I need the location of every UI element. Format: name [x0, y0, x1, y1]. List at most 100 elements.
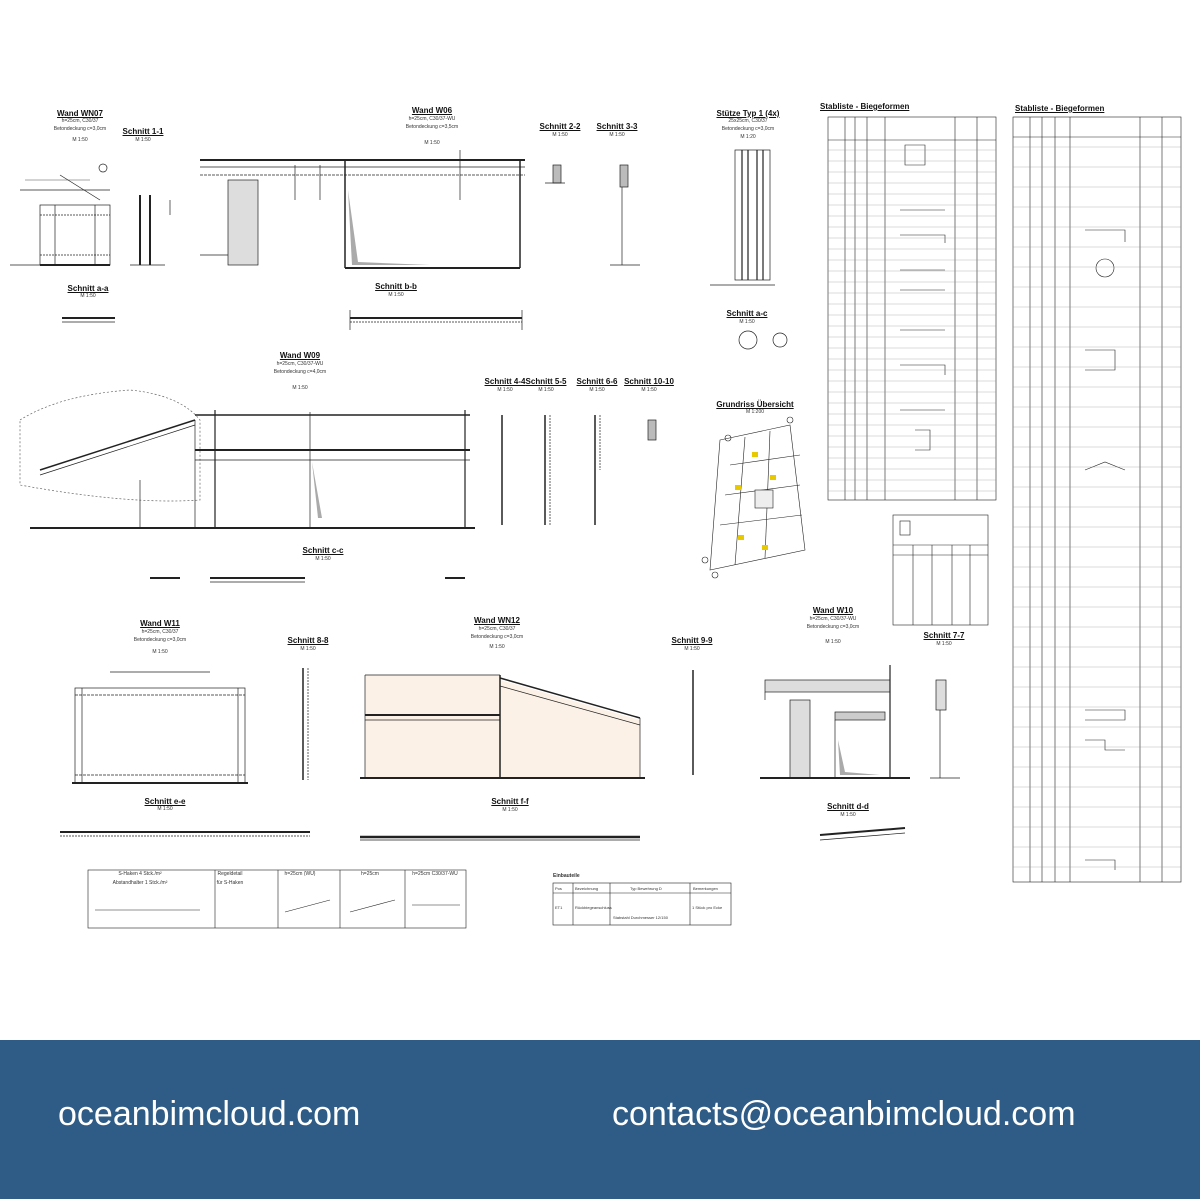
drawing-title-schnitt-a-a: Schnitt a-a	[67, 284, 109, 293]
spec-label-1: Betondeckung c=3,0cm	[53, 126, 107, 132]
drawing-title-wand-wn12: Wand WN12	[474, 616, 520, 625]
einbauteile-header-typ: Typ Bewehrung D	[630, 886, 662, 891]
einbauteile-row-pos: ET1	[555, 905, 563, 910]
scale-label-2: M 1:50	[424, 140, 440, 146]
schnitt-e-f-d	[60, 827, 906, 841]
wand-wn07-elevation	[10, 163, 111, 266]
scale-label-0: M 1:50	[72, 137, 88, 143]
spec-label-6: h=25cm, C30/37-WU	[276, 361, 324, 367]
drawing-title-schnitt-f-f: Schnitt f-f	[491, 797, 529, 806]
scale-label-9: M 1:50	[292, 385, 308, 391]
stabliste-1	[827, 116, 997, 501]
drawing-title-schnitt-8-8: Schnitt 8-8	[287, 636, 329, 645]
spec-label-9: Betondeckung c=3,0cm	[133, 637, 187, 643]
scale-label-24: M 1:50	[840, 812, 856, 818]
spec-label-12: h=25cm, C30/37-WU	[809, 616, 857, 622]
schnitt-7-7	[930, 679, 960, 779]
drawing-title-wand-wn07: Wand WN07	[57, 109, 103, 118]
legend-label-5: h=25cm	[361, 871, 379, 877]
spec-label-10: h=25cm, C30/37	[478, 626, 516, 632]
scale-label-11: M 1:50	[538, 387, 554, 393]
drawing-title-schnitt-3-3: Schnitt 3-3	[596, 122, 638, 131]
scale-label-21: M 1:50	[684, 646, 700, 652]
stuetze-elevation	[710, 149, 788, 350]
drawing-title-schnitt-9-9: Schnitt 9-9	[671, 636, 713, 645]
scale-label-15: M 1:50	[315, 556, 331, 562]
schnitt-1-1-detail	[130, 195, 171, 266]
schnitt-c-c	[150, 577, 465, 583]
spec-label-13: Betondeckung c=3,0cm	[806, 624, 860, 630]
spec-label-11: Betondeckung c=3,0cm	[470, 634, 524, 640]
scale-label-6: M 1:50	[80, 293, 96, 299]
scale-label-3: M 1:50	[552, 132, 568, 138]
einbauteile-header-bez: Bezeichnung	[575, 886, 599, 891]
wand-w09-elevation	[19, 389, 475, 529]
wand-wn12-elevation	[360, 674, 645, 779]
scale-label-17: M 1:50	[489, 644, 505, 650]
scale-label-18: M 1:50	[825, 639, 841, 645]
scale-label-8: M 1:50	[739, 319, 755, 325]
wand-w11-elevation	[72, 671, 248, 784]
spec-label-2: h=25cm, C30/37-WU	[408, 116, 456, 122]
stabliste-row-lines	[828, 146, 1181, 868]
scale-label-5: M 1:20	[740, 134, 756, 140]
wand-w06-elevation	[200, 150, 525, 269]
drawing-title-schnitt-5-5: Schnitt 5-5	[525, 377, 567, 386]
drawing-title-schnitt-e-e: Schnitt e-e	[144, 797, 186, 806]
footer-banner: oceanbimcloud.com contacts@oceanbimcloud…	[0, 1040, 1200, 1199]
drawing-title-schnitt-7-7: Schnitt 7-7	[923, 631, 965, 640]
stabliste-2	[1012, 116, 1182, 883]
legend-table	[87, 869, 467, 929]
einbauteile-row-bez: Rückbiegeanschluss	[575, 905, 612, 910]
einbauteile-header-bem: Bemerkungen	[693, 886, 718, 891]
drawing-title-stuetze-typ1: Stütze Typ 1 (4x)	[716, 109, 780, 118]
legend-label-0: S-Haken 4 Stck./m²	[118, 871, 162, 877]
drawing-title-wand-w06: Wand W06	[411, 106, 453, 115]
scale-label-16: M 1:50	[152, 649, 168, 655]
spec-label-8: h=25cm, C30/37	[141, 629, 179, 635]
legend-label-3: für S-Haken	[216, 880, 244, 886]
scale-label-20: M 1:50	[300, 646, 316, 652]
drawing-title-schnitt-1-1: Schnitt 1-1	[122, 127, 164, 136]
drawing-title-schnitt-a-c: Schnitt a-c	[726, 309, 768, 318]
legend-label-2: Regeldetail	[217, 871, 243, 877]
drawing-title-wand-w10: Wand W10	[812, 606, 854, 615]
drawing-title-schnitt-6-6: Schnitt 6-6	[576, 377, 618, 386]
drawing-canvas	[10, 116, 1182, 929]
schedule-title-0: Stabliste - Biegeformen	[820, 102, 910, 111]
drawing-title-schnitt-c-c: Schnitt c-c	[302, 546, 344, 555]
scale-label-13: M 1:50	[641, 387, 657, 393]
spec-label-5: Betondeckung c=3,0cm	[721, 126, 775, 132]
scale-label-4: M 1:50	[609, 132, 625, 138]
drawing-title-wand-w11: Wand W11	[140, 619, 180, 628]
einbauteile-row-typ: Stabstahl Durchmesser 12/150	[613, 915, 668, 920]
spec-label-4: 25x25cm, C30/37	[728, 118, 768, 124]
drawing-title-schnitt-2-2: Schnitt 2-2	[539, 122, 581, 131]
scale-label-14: M 1:200	[745, 409, 765, 415]
scale-label-23: M 1:50	[502, 807, 518, 813]
legend-label-1: Abstandhalter 1 Stck./m²	[112, 880, 168, 886]
einbauteile-row-bem: 1 Stück pro Ecke	[692, 905, 723, 910]
spec-label-0: h=25cm, C30/37	[61, 118, 99, 124]
scale-label-10: M 1:50	[497, 387, 513, 393]
legend-label-6: h=25cm C30/37-WU	[412, 871, 458, 877]
einbauteile-table	[552, 882, 732, 926]
drawing-title-grundriss: Grundriss Übersicht	[716, 400, 794, 409]
schnitt-4-10-details	[501, 415, 657, 525]
website-link[interactable]: oceanbimcloud.com	[58, 1095, 361, 1133]
email-link[interactable]: contacts@oceanbimcloud.com	[612, 1095, 1076, 1133]
scale-label-19: M 1:50	[936, 641, 952, 647]
schedule-title-1: Stabliste - Biegeformen	[1015, 104, 1105, 113]
einbauteile-title: Einbauteile	[553, 873, 580, 879]
spec-label-7: Betondeckung c=4,0cm	[273, 369, 327, 375]
drawing-title-wand-w09: Wand W09	[279, 351, 321, 360]
scale-label-7: M 1:50	[388, 292, 404, 298]
mini-table	[892, 514, 989, 626]
schnitt-8-8	[302, 668, 309, 780]
scale-label-1: M 1:50	[135, 137, 151, 143]
drawing-title-schnitt-4-4: Schnitt 4-4	[484, 377, 526, 386]
spec-label-3: Betondeckung c=3,5cm	[405, 124, 459, 130]
drawing-title-schnitt-d-d: Schnitt d-d	[827, 802, 869, 811]
schnitt-a-a-b-b	[62, 310, 523, 330]
